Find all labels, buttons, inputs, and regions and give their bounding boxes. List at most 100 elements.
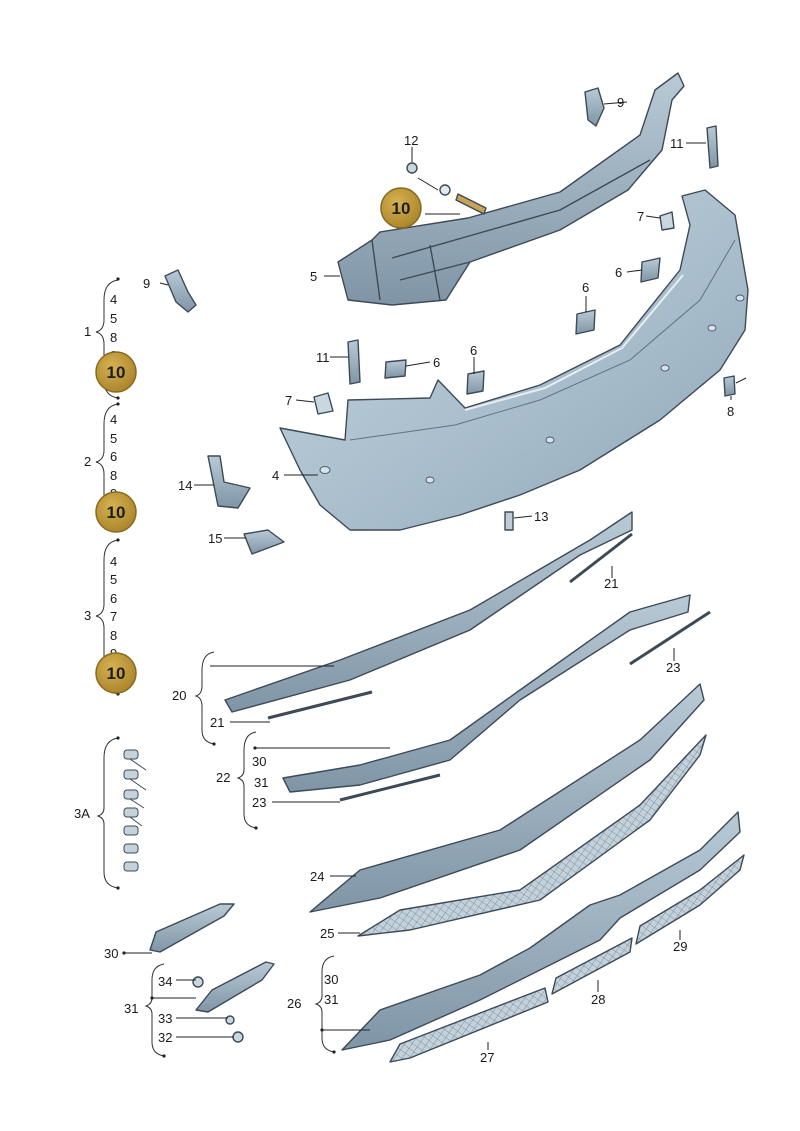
callout-30-bracket: 30 — [104, 946, 118, 961]
callout-6-mid: 6 — [582, 280, 589, 295]
callout-29: 29 — [673, 939, 687, 954]
svg-text:8: 8 — [110, 330, 117, 345]
bumper-cover-crease — [349, 239, 736, 441]
diffuser-22 — [282, 594, 691, 793]
callout-31-group22: 31 — [254, 775, 268, 790]
washer — [439, 184, 451, 196]
callout-30-group26: 30 — [324, 972, 338, 987]
screw-set-3A — [123, 749, 147, 872]
callout-7-right: 7 — [637, 209, 644, 224]
svg-text:10: 10 — [107, 503, 126, 522]
bolt-10 — [455, 193, 487, 215]
cover-15 — [243, 529, 285, 555]
grille-mesh-28 — [551, 937, 633, 995]
retainer-7-left — [313, 392, 334, 415]
clip-6-right — [640, 257, 661, 283]
grille-mesh-25 — [357, 734, 707, 937]
bracket-11-right — [706, 125, 719, 169]
group-2-items: 4 5 6 8 9 2 — [84, 412, 117, 501]
svg-text:6: 6 — [110, 449, 117, 464]
callout-23-lower: 23 — [252, 795, 266, 810]
callout-12: 12 — [404, 133, 418, 148]
callout-24: 24 — [310, 869, 324, 884]
badge-top: 10 — [380, 187, 422, 229]
callout-8: 8 — [727, 404, 734, 419]
clip-6-lower — [466, 370, 485, 395]
bumper-bracket-ribs — [371, 159, 651, 301]
badge-group-1: 10 — [95, 351, 137, 393]
callout-6-left: 6 — [433, 355, 440, 370]
callout-7-left: 7 — [285, 393, 292, 408]
callout-labels: 9 11 12 5 7 6 6 9 11 6 6 7 8 4 14 13 15 … — [74, 95, 734, 1065]
svg-text:10: 10 — [107, 363, 126, 382]
callout-9-top: 9 — [617, 95, 624, 110]
svg-text:5: 5 — [110, 311, 117, 326]
callout-13: 13 — [534, 509, 548, 524]
fastener-32 — [232, 1031, 244, 1043]
fastener-33 — [225, 1015, 235, 1025]
cover-14 — [207, 455, 251, 509]
callout-11-left: 11 — [316, 350, 330, 365]
group-3-label: 3 — [84, 608, 91, 623]
bumper-bracket — [337, 72, 685, 306]
bracket-31 — [195, 961, 275, 1013]
callout-33: 33 — [158, 1011, 172, 1026]
badge-group-2: 10 — [95, 491, 137, 533]
callout-15: 15 — [208, 531, 222, 546]
nut-12 — [406, 162, 418, 174]
callout-5: 5 — [310, 269, 317, 284]
group-1-label: 1 — [84, 324, 91, 339]
fastener-34 — [192, 976, 204, 988]
callout-6-right: 6 — [615, 265, 622, 280]
bolt-13 — [504, 511, 514, 531]
callout-26: 26 — [287, 996, 301, 1011]
retainer-7-right — [659, 211, 675, 231]
callout-3A: 3A — [74, 806, 90, 821]
callout-25: 25 — [320, 926, 334, 941]
callout-31-group26: 31 — [324, 992, 338, 1007]
callout-31-bracket: 31 — [124, 1001, 138, 1016]
bumper-cover — [279, 189, 749, 531]
group-2-label: 2 — [84, 454, 91, 469]
callout-32: 32 — [158, 1030, 172, 1045]
callout-6-lower: 6 — [470, 343, 477, 358]
lower-trim-26 — [341, 811, 741, 1051]
svg-text:8: 8 — [110, 628, 117, 643]
callout-30-group22: 30 — [252, 754, 266, 769]
callout-21-upper: 21 — [604, 576, 618, 591]
callout-34: 34 — [158, 974, 172, 989]
trim-strip-21a — [267, 532, 633, 720]
callout-9-left: 9 — [143, 276, 150, 291]
bracket-30 — [149, 903, 235, 953]
svg-text:6: 6 — [110, 591, 117, 606]
callout-27: 27 — [480, 1050, 494, 1065]
svg-text:5: 5 — [110, 431, 117, 446]
callout-23-upper: 23 — [666, 660, 680, 675]
svg-text:7: 7 — [110, 609, 117, 624]
lower-trim-24 — [309, 683, 705, 913]
brace-dots — [116, 277, 336, 1058]
parking-sensors — [319, 294, 745, 484]
callout-20: 20 — [172, 688, 186, 703]
grille-mesh-27 — [389, 987, 549, 1063]
group-3-items: 4 5 6 7 8 9 3 — [84, 554, 117, 661]
svg-text:10: 10 — [392, 199, 411, 218]
bracket-11-left — [347, 339, 361, 385]
svg-text:10: 10 — [107, 664, 126, 683]
diffuser-20 — [224, 511, 633, 713]
clip-8 — [723, 375, 736, 397]
svg-text:5: 5 — [110, 572, 117, 587]
leader-lines — [124, 101, 747, 1050]
svg-text:4: 4 — [110, 412, 117, 427]
clip-6-mid — [575, 309, 596, 335]
trim-strip-23a — [339, 610, 711, 802]
grille-mesh-29 — [635, 854, 745, 945]
svg-text:8: 8 — [110, 468, 117, 483]
callout-4: 4 — [272, 468, 279, 483]
callout-22: 22 — [216, 770, 230, 785]
callout-14: 14 — [178, 478, 192, 493]
callout-28: 28 — [591, 992, 605, 1007]
clip-9-top — [584, 87, 605, 127]
clip-6-left — [384, 359, 407, 379]
